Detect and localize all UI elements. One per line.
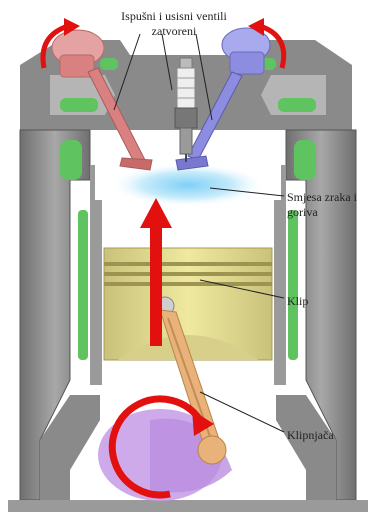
valves-label-line1: Ispušni i usisni ventili	[96, 9, 252, 24]
coolant-jacket-left	[78, 210, 88, 360]
coolant-channel	[60, 98, 98, 112]
piston-label: Klip	[287, 294, 308, 309]
valves-label: Ispušni i usisni ventili zatvoreni	[96, 9, 252, 39]
coolant-jacket-right	[288, 210, 298, 360]
air-fuel-mixture	[110, 163, 266, 207]
valves-label-line2: zatvoreni	[96, 24, 252, 39]
coolant-channel	[278, 98, 316, 112]
mixture-label: Smjesa zraka i goriva	[287, 190, 375, 220]
piston	[104, 248, 272, 360]
connecting-rod-label: Klipnjača	[287, 428, 334, 443]
